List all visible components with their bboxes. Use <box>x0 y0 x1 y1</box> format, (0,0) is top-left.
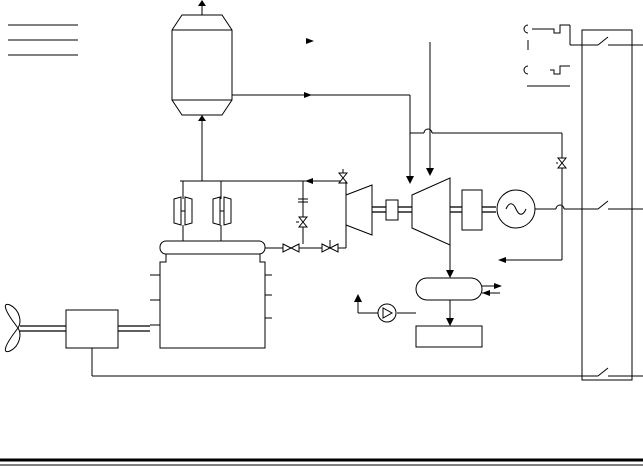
reduction-gearbox <box>20 309 150 349</box>
diesel-engine <box>150 254 272 349</box>
condenser <box>415 277 502 326</box>
exhaust-manifold <box>159 240 346 255</box>
control-symbols <box>523 24 571 87</box>
hotwell-tank <box>415 325 483 348</box>
steam-turbine <box>411 177 451 246</box>
legend <box>8 24 78 56</box>
bypass-line <box>222 169 349 244</box>
power-turbine <box>345 181 373 248</box>
gearbox <box>461 189 483 231</box>
generator-icon <box>496 189 536 229</box>
turbochargers <box>173 180 232 241</box>
steam-branch <box>410 128 568 263</box>
coupling <box>372 199 412 221</box>
exhaust-gas-boiler <box>171 0 233 181</box>
feed-pump-icon <box>354 294 416 323</box>
arrow-marker <box>306 38 314 44</box>
switchboard <box>91 29 643 381</box>
propeller-icon <box>4 303 21 353</box>
steam-line <box>232 38 414 184</box>
